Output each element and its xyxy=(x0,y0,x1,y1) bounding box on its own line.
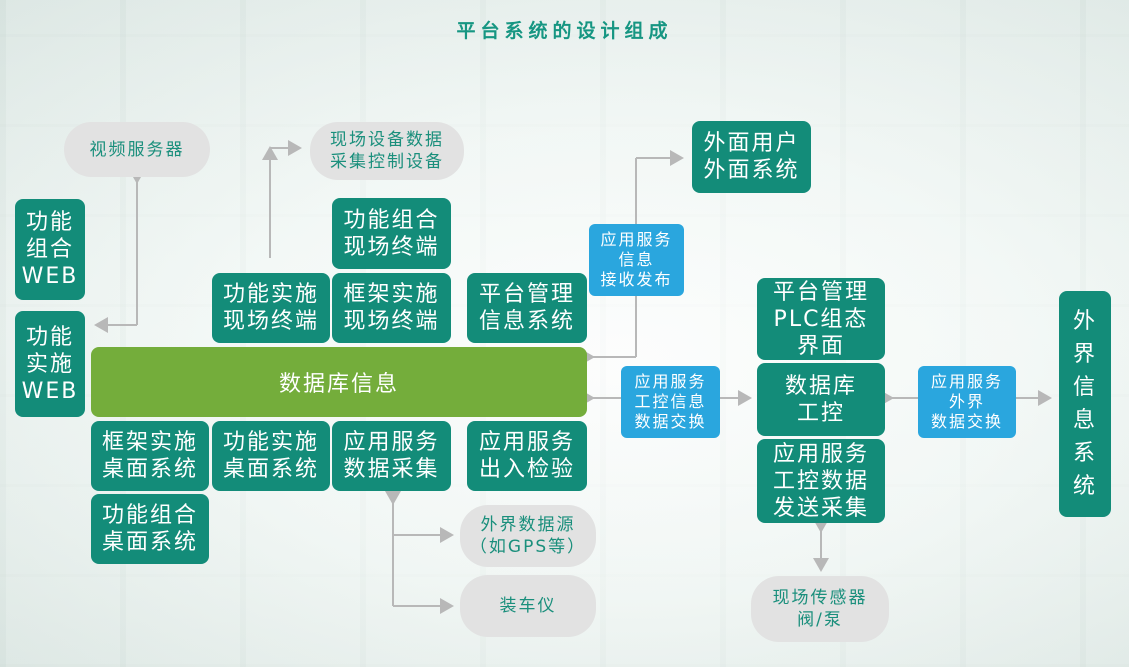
node-func-impl-web: 功能 实施 WEB xyxy=(15,311,85,417)
node-external-user: 外面用户 外面系统 xyxy=(692,121,811,193)
node-func-impl-terminal: 功能实施 现场终端 xyxy=(212,273,330,343)
node-loading-device: 装车仪 xyxy=(460,575,596,637)
node-app-service-control-exchange: 应用服务 工控信息 数据交换 xyxy=(621,366,720,438)
node-platform-info-system: 平台管理 信息系统 xyxy=(467,273,587,343)
node-external-info-system: 外 界 信 息 系 统 xyxy=(1059,291,1111,517)
node-database-info: 数据库信息 xyxy=(91,347,587,417)
node-database-control: 数据库 工控 xyxy=(757,363,885,436)
node-app-service-data-collect: 应用服务 数据采集 xyxy=(332,421,451,491)
node-framework-impl-desktop: 框架实施 桌面系统 xyxy=(91,421,209,491)
node-app-service-external-exchange: 应用服务 外界 数据交换 xyxy=(918,366,1016,438)
node-func-combo-desktop: 功能组合 桌面系统 xyxy=(91,494,209,564)
node-func-combo-web: 功能 组合 WEB xyxy=(15,199,85,300)
node-external-data-source: 外界数据源 （如GPS等） xyxy=(460,505,596,567)
node-field-equipment: 现场设备数据 采集控制设备 xyxy=(310,122,464,180)
node-func-impl-desktop: 功能实施 桌面系统 xyxy=(212,421,330,491)
node-video-server: 视频服务器 xyxy=(64,122,210,177)
node-app-service-io-inspect: 应用服务 出入检验 xyxy=(467,421,587,491)
node-platform-plc: 平台管理 PLC组态 界面 xyxy=(757,278,885,360)
node-field-sensor: 现场传感器 阀/泵 xyxy=(751,576,889,642)
page-title: 平台系统的设计组成 xyxy=(456,20,673,42)
node-func-combo-terminal: 功能组合 现场终端 xyxy=(332,198,451,269)
node-app-service-info-publish: 应用服务 信息 接收发布 xyxy=(589,224,684,296)
node-framework-impl-terminal: 框架实施 现场终端 xyxy=(332,273,451,343)
node-app-service-control-send: 应用服务 工控数据 发送采集 xyxy=(757,439,885,523)
